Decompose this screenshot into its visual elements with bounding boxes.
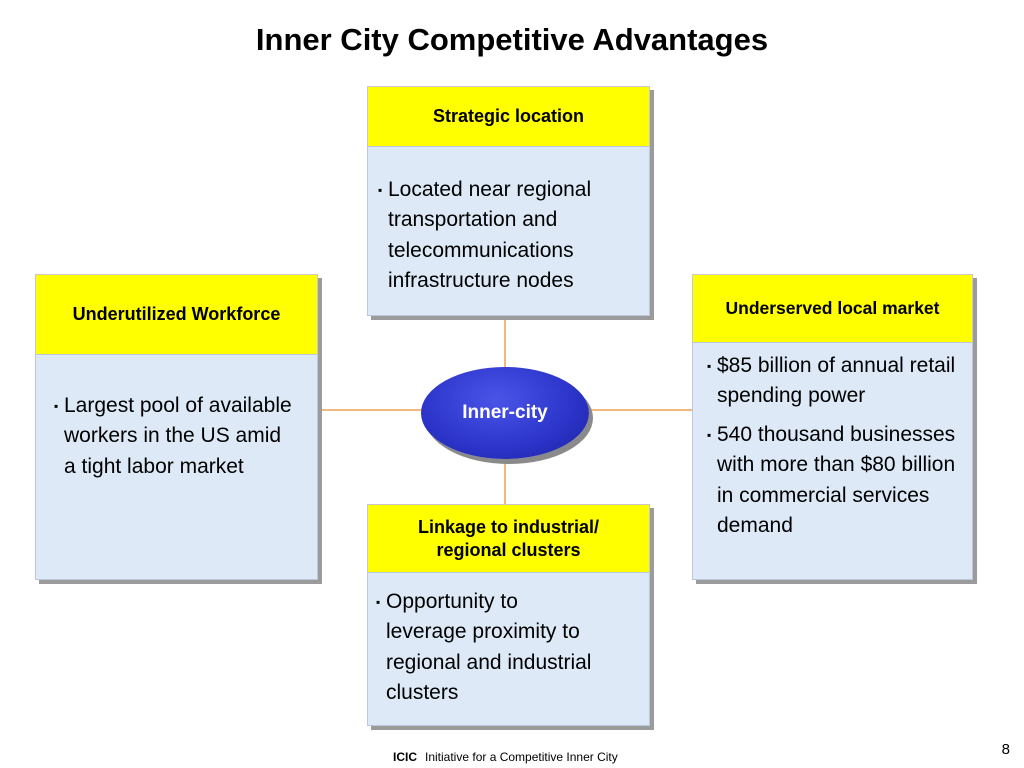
box-underserved-local-market: Underserved local market ▪ $85 billion o… bbox=[692, 274, 973, 580]
connector-top bbox=[504, 318, 506, 370]
hub-inner-city: Inner-city bbox=[421, 367, 589, 459]
box-heading: Underutilized Workforce bbox=[35, 274, 318, 354]
bullet-text: Located near regional transportation and… bbox=[388, 178, 592, 293]
box-body: ▪ Largest pool of available workers in t… bbox=[35, 354, 318, 580]
box-underutilized-workforce: Underutilized Workforce ▪ Largest pool o… bbox=[35, 274, 318, 580]
box-heading: Underserved local market bbox=[692, 274, 973, 342]
connector-right bbox=[586, 409, 692, 411]
bullet-item: ▪ 540 thousand businesses with more than… bbox=[707, 420, 964, 542]
bullet-text: $85 billion of annual retail spending po… bbox=[717, 354, 956, 408]
bullet-marker: ▪ bbox=[378, 183, 383, 197]
bullet-item: ▪ Opportunity to leverage proximity to r… bbox=[376, 587, 637, 709]
footer: ICIC Initiative for a Competitive Inner C… bbox=[393, 750, 618, 764]
page-title: Inner City Competitive Advantages bbox=[255, 22, 769, 57]
bullet-item: ▪ Largest pool of available workers in t… bbox=[54, 391, 293, 482]
box-body: ▪ Located near regional transportation a… bbox=[367, 146, 650, 316]
box-body: ▪ $85 billion of annual retail spending … bbox=[692, 342, 973, 580]
bullet-marker: ▪ bbox=[707, 427, 712, 442]
box-heading: Strategic location bbox=[367, 86, 650, 146]
page-number: 8 bbox=[1001, 741, 1010, 758]
bullet-marker: ▪ bbox=[376, 595, 381, 609]
box-body: ▪ Opportunity to leverage proximity to r… bbox=[367, 572, 650, 726]
box-heading: Linkage to industrial/ regional clusters bbox=[367, 504, 650, 572]
bullet-item: ▪ Located near regional transportation a… bbox=[378, 175, 639, 297]
box-linkage-clusters: Linkage to industrial/ regional clusters… bbox=[367, 504, 650, 726]
bullet-text: 540 thousand businesses with more than $… bbox=[717, 422, 956, 538]
bullet-text: Opportunity to leverage proximity to reg… bbox=[386, 590, 592, 705]
bullet-marker: ▪ bbox=[707, 359, 712, 373]
footer-brand-logo: ICIC bbox=[393, 750, 417, 764]
connector-bottom bbox=[504, 456, 506, 504]
bullet-marker: ▪ bbox=[54, 399, 59, 413]
bullet-text: Largest pool of available workers in the… bbox=[64, 394, 292, 478]
box-strategic-location: Strategic location ▪ Located near region… bbox=[367, 86, 650, 316]
footer-text: Initiative for a Competitive Inner City bbox=[425, 750, 618, 764]
connector-left bbox=[318, 409, 424, 411]
bullet-item: ▪ $85 billion of annual retail spending … bbox=[707, 351, 964, 412]
